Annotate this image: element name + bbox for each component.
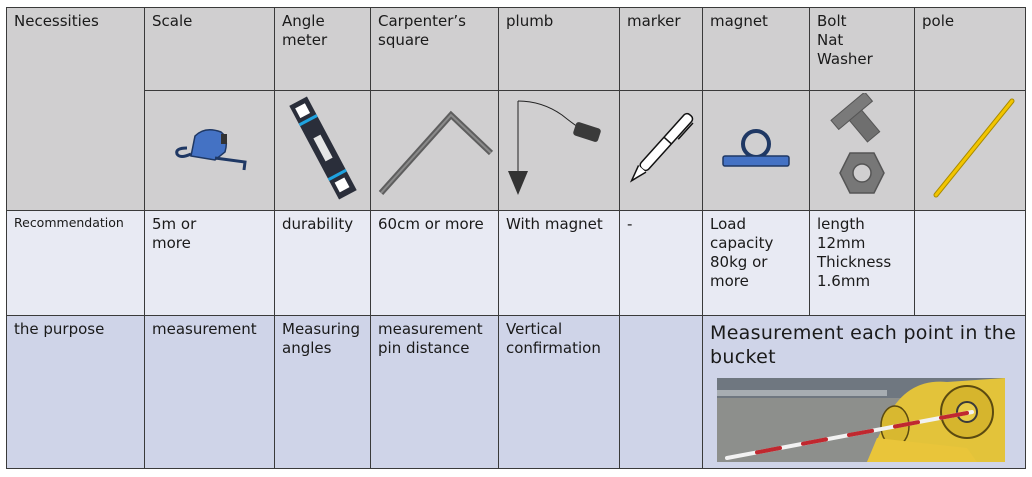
tool-icon-cell xyxy=(809,90,915,211)
tool-name: pole xyxy=(914,7,1026,91)
tool-icon-cell xyxy=(274,90,371,211)
tool-icon-cell xyxy=(914,90,1026,211)
tool-name: Carpenter’s square xyxy=(370,7,499,91)
angle-meter-icon xyxy=(288,96,357,200)
purpose-value: measurement pin distance xyxy=(370,315,499,469)
purpose-row: the purpose measurement Measuring angles… xyxy=(6,315,1026,469)
purpose-value: measurement xyxy=(144,315,275,469)
purpose-value xyxy=(619,315,703,469)
tool-name: Scale xyxy=(144,7,275,91)
tool-icon-cell xyxy=(498,90,620,211)
recommendation-value: 60cm or more xyxy=(370,210,499,316)
tool-name: Angle meter xyxy=(274,7,371,91)
tool-name: marker xyxy=(619,7,703,91)
purpose-label: the purpose xyxy=(6,315,145,469)
tool-icon-row xyxy=(7,90,1026,211)
recommendation-value: Load capacity 80kg or more xyxy=(702,210,810,316)
purpose-value: Measuring angles xyxy=(274,315,371,469)
recommendation-value: durability xyxy=(274,210,371,316)
necessities-label: Necessities xyxy=(6,7,145,211)
recommendation-value: - xyxy=(619,210,703,316)
tool-icon-cell xyxy=(144,90,275,211)
tool-icon-cell xyxy=(619,90,703,211)
recommendation-value xyxy=(914,210,1026,316)
tape-measure-icon xyxy=(174,129,247,171)
tool-name: Bolt Nat Washer xyxy=(809,7,915,91)
purpose-value: Vertical confirmation xyxy=(498,315,620,469)
magnet-icon xyxy=(722,129,790,167)
tool-icon-cell xyxy=(370,90,499,211)
merged-purpose-text: Measurement each point in the bucket xyxy=(710,322,1017,368)
plumb-bob-icon xyxy=(507,100,601,195)
bolt-nut-icon xyxy=(830,91,885,194)
recommendation-label: Recommendation xyxy=(6,210,145,316)
tool-icon-cell xyxy=(702,90,810,211)
merged-purpose-cell: Measurement each point in the bucket xyxy=(702,315,1026,469)
tool-name-row: Necessities Scale Angle meter Carpenter’… xyxy=(6,7,1026,211)
recommendation-value: length 12mm Thickness 1.6mm xyxy=(809,210,915,316)
pen-marker-icon xyxy=(629,112,694,183)
tool-name: magnet xyxy=(702,7,810,91)
recommendation-value: With magnet xyxy=(498,210,620,316)
recommendation-row: Recommendation 5m or more durability 60c… xyxy=(6,210,1026,316)
bucket-measurement-photo xyxy=(717,378,1005,462)
carpenter-square-icon xyxy=(378,110,493,196)
necessities-table: Necessities Scale Angle meter Carpenter’… xyxy=(6,7,1026,469)
pole-icon xyxy=(933,98,1015,198)
tool-name: plumb xyxy=(498,7,620,91)
recommendation-value: 5m or more xyxy=(144,210,275,316)
